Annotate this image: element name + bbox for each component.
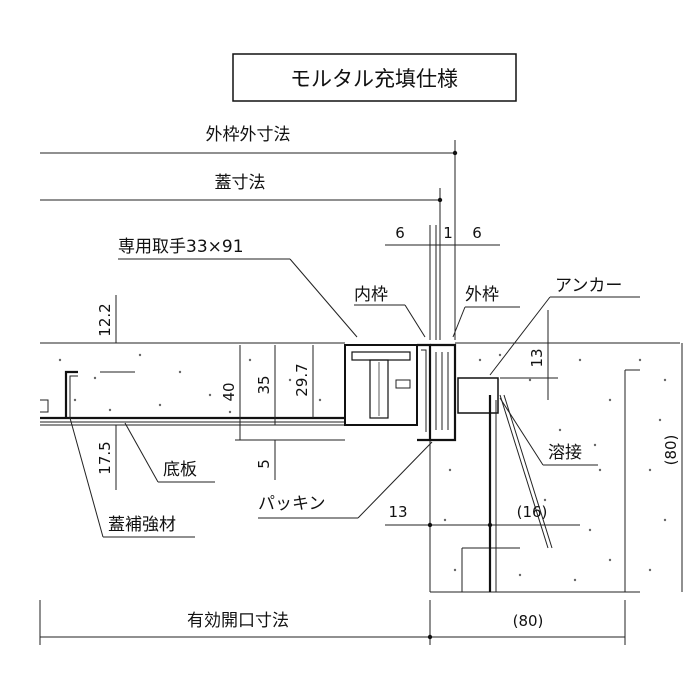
inner-frame-label: 内枠: [354, 285, 388, 305]
dim-13-bottom-label: 13: [388, 503, 407, 521]
effective-opening-label: 有効開口寸法: [187, 611, 289, 631]
dimension-outer-frame: 外枠外寸法: [40, 125, 458, 340]
dimension-40: 40: [220, 345, 345, 441]
dimension-gaps: 6 1 6: [385, 224, 500, 340]
title-box: モルタル充填仕様: [232, 53, 517, 102]
callout-inner-frame: 内枠: [354, 285, 426, 338]
outer-frame-size-label: 外枠外寸法: [206, 125, 291, 145]
callout-packing: パッキン: [258, 441, 433, 519]
callout-bottom-plate: 底板: [124, 422, 215, 483]
gap-left-label: 6: [395, 224, 405, 242]
dim-13-top-label: 13: [528, 348, 546, 367]
lid-reinforcement-label: 蓋補強材: [108, 515, 176, 535]
dim-12-2-label: 12.2: [96, 303, 114, 336]
anchor-label: アンカー: [555, 276, 622, 296]
dimension-5: 5: [255, 440, 276, 480]
concrete-texture: [58, 353, 667, 582]
title-text: モルタル充填仕様: [290, 67, 458, 91]
handle-label: 専用取手33×91: [118, 237, 244, 257]
packing-label: パッキン: [258, 494, 326, 514]
dimension-80-right: (80): [662, 343, 683, 592]
gap-right-label: 6: [472, 224, 482, 242]
dim-80-bottom-label: (80): [513, 612, 544, 630]
frame-profile: [344, 343, 457, 442]
callout-handle: 専用取手33×91: [118, 237, 358, 338]
callout-weld: 溶接: [499, 397, 598, 466]
dim-40-label: 40: [220, 382, 238, 401]
dimension-35: 35: [255, 345, 276, 425]
callout-anchor: アンカー: [489, 276, 640, 376]
lid-bottom-plate: [40, 370, 345, 423]
dimension-lid: 蓋寸法: [40, 173, 443, 340]
dimension-13-top: 13: [500, 310, 558, 400]
dimension-29-7: 29.7: [293, 345, 314, 418]
weld-label: 溶接: [548, 443, 582, 463]
dim-35-label: 35: [255, 375, 273, 394]
dim-5-label: 5: [255, 459, 273, 469]
dimension-effective-opening: 有効開口寸法 (80): [39, 600, 626, 645]
bottom-plate-label: 底板: [163, 460, 197, 480]
dim-16-label: (16): [517, 503, 548, 521]
dim-17-5-label: 17.5: [96, 441, 114, 474]
dimension-17-5: 17.5: [96, 425, 117, 490]
outer-frame-label: 外枠: [465, 285, 499, 305]
dim-29-7-label: 29.7: [293, 363, 311, 396]
callout-lid-reinforcement: 蓋補強材: [69, 417, 195, 538]
dimension-13-16: 13 (16): [385, 503, 580, 528]
anchor: [457, 377, 553, 592]
concrete-body-right: [429, 342, 680, 593]
dim-80-right-label: (80): [662, 435, 680, 466]
gap-mid-label: 1: [443, 224, 453, 242]
mortar-slab-left: [40, 342, 345, 426]
lid-size-label: 蓋寸法: [215, 173, 266, 193]
dimension-12-2: 12.2: [96, 295, 135, 373]
callout-outer-frame: 外枠: [452, 285, 520, 338]
